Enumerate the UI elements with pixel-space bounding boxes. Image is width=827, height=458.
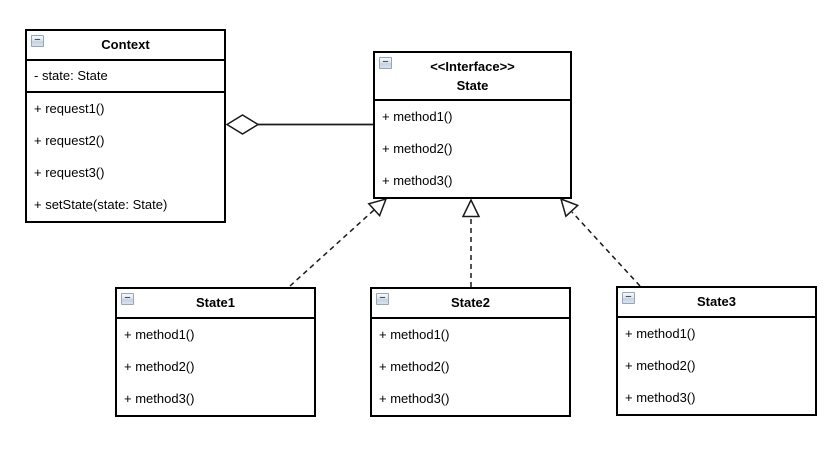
class-title-state: State	[456, 78, 489, 93]
realization-arrowhead-icon	[461, 198, 481, 218]
class-title-bar: − State3	[618, 288, 815, 318]
method-row: + method3()	[625, 390, 696, 405]
method-row: + method2()	[625, 358, 696, 373]
aggregation-diamond-icon	[225, 114, 260, 135]
realization-connector-state1[interactable]	[289, 197, 388, 287]
class-title-bar: − <<Interface>> State	[375, 53, 570, 101]
class-title-context: Context	[101, 37, 150, 52]
method-row: + method1()	[379, 327, 450, 342]
method-row: + method2()	[382, 141, 453, 156]
aggregation-connector[interactable]	[225, 114, 373, 135]
realization-arrowhead-icon	[559, 197, 580, 218]
method-row: + method2()	[124, 359, 195, 374]
class-title-state2: State2	[450, 295, 491, 310]
method-row: + setState(state: State)	[34, 197, 168, 212]
collapse-icon[interactable]: −	[121, 293, 134, 305]
realization-connector-state2[interactable]	[461, 198, 481, 287]
realization-arrowhead-icon	[367, 197, 388, 217]
method-row: + method1()	[625, 326, 696, 341]
realization-line-state3[interactable]	[571, 211, 641, 287]
realization-line-state1[interactable]	[289, 209, 375, 287]
method-row: + request3()	[34, 165, 105, 180]
collapse-icon[interactable]: −	[622, 292, 635, 304]
class-box-state1[interactable]: − State1 + method1() + method2() + metho…	[115, 287, 316, 417]
class-title-bar: − State1	[117, 289, 314, 319]
class-title-state1: State1	[195, 295, 236, 310]
method-row: + method1()	[124, 327, 195, 342]
class-box-state3[interactable]: − State3 + method1() + method2() + metho…	[616, 286, 817, 416]
class-title-state3: State3	[696, 294, 737, 309]
class-box-state-interface[interactable]: − <<Interface>> State + method1() + meth…	[373, 51, 572, 199]
method-row: + method3()	[379, 391, 450, 406]
realization-connector-state3[interactable]	[559, 197, 641, 287]
class-box-state2[interactable]: − State2 + method1() + method2() + metho…	[370, 287, 571, 417]
method-row: + method2()	[379, 359, 450, 374]
class-box-context[interactable]: − Context - state: State + request1() + …	[25, 29, 226, 223]
collapse-icon[interactable]: −	[376, 293, 389, 305]
collapse-icon[interactable]: −	[31, 35, 44, 47]
class-stereotype: <<Interface>>	[430, 59, 515, 74]
method-row: + request2()	[34, 133, 105, 148]
class-title-bar: − Context	[27, 31, 224, 61]
class-title-bar: − State2	[372, 289, 569, 319]
method-row: + request1()	[34, 101, 105, 116]
attribute-row: - state: State	[27, 61, 224, 93]
method-row: + method3()	[382, 173, 453, 188]
method-row: + method3()	[124, 391, 195, 406]
method-row: + method1()	[382, 109, 453, 124]
collapse-icon[interactable]: −	[379, 57, 392, 69]
